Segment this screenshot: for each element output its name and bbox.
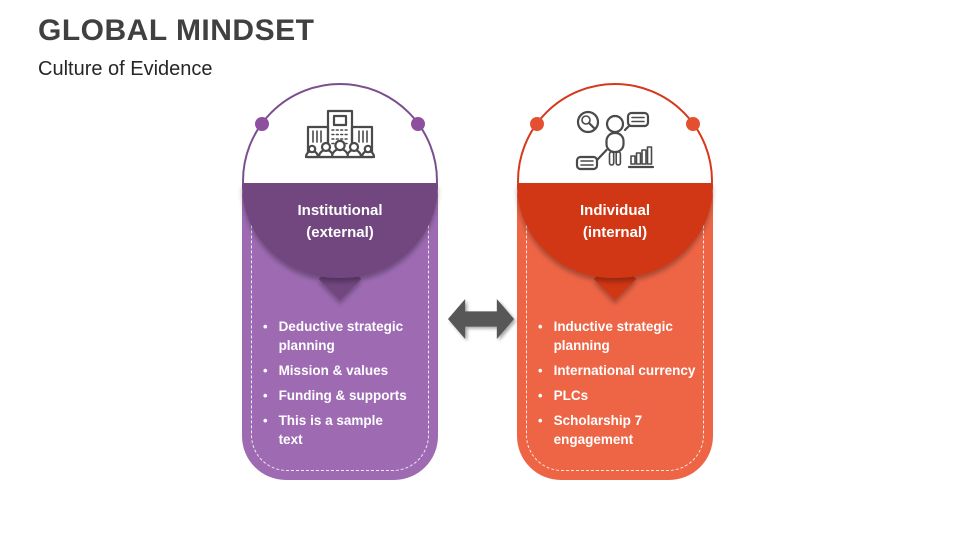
bullet-item: • Scholarship 7 engagement [538, 411, 696, 449]
bullet-line: planning [278, 338, 335, 353]
bullet-line: engagement [553, 432, 634, 447]
connector-dot-icon [255, 117, 269, 131]
bullet-line: Scholarship 7 [553, 413, 643, 428]
bullet-text: Deductive strategic planning [279, 317, 404, 355]
card-title-line: Institutional [297, 202, 383, 219]
bullet-marker: • [538, 363, 543, 378]
individual-bullet-list: • Inductive strategic planning • Interna… [538, 317, 696, 455]
double-arrow-shape [448, 299, 514, 339]
bullet-item: • PLCs [538, 386, 696, 405]
bullet-line: Funding & supports [278, 388, 407, 403]
bullet-marker: • [263, 363, 268, 378]
individual-analytics-icon [575, 110, 655, 171]
bullet-item: • International currency [538, 361, 696, 380]
bullet-marker: • [263, 388, 268, 403]
bullet-item: • Mission & values [263, 361, 421, 380]
bullet-text: International currency [554, 361, 696, 380]
bullet-text: Mission & values [279, 361, 389, 380]
page-subtitle: Culture of Evidence [38, 58, 213, 80]
bullet-item: • This is a sample text [263, 411, 421, 449]
page-title: GLOBAL MINDSET [38, 14, 315, 47]
bullet-marker: • [538, 413, 543, 428]
individual-card-title: Individual (internal) [517, 200, 713, 244]
bullet-line: PLCs [553, 388, 589, 403]
bullet-marker: • [538, 388, 543, 403]
institutional-bullet-list: • Deductive strategic planning • Mission… [263, 317, 421, 455]
institution-building-icon [304, 109, 376, 159]
bullet-text: Scholarship 7 engagement [554, 411, 643, 449]
bullet-text: PLCs [554, 386, 589, 405]
bullet-line: text [278, 432, 303, 447]
bullet-text: Funding & supports [279, 386, 407, 405]
double-arrow-icon [448, 299, 514, 339]
bullet-item: • Funding & supports [263, 386, 421, 405]
connector-dot-icon [686, 117, 700, 131]
connector-dot-icon [411, 117, 425, 131]
bullet-item: • Deductive strategic planning [263, 317, 421, 355]
bullet-line: This is a sample [278, 413, 383, 428]
connector-dot-icon [530, 117, 544, 131]
institutional-card-title: Institutional (external) [242, 200, 438, 244]
bullet-line: Mission & values [278, 363, 389, 378]
bullet-marker: • [538, 319, 543, 334]
card-title-line: (internal) [582, 224, 648, 241]
card-title-line: Individual [579, 202, 650, 219]
bullet-marker: • [263, 413, 268, 428]
bullet-line: Deductive strategic [278, 319, 404, 334]
bullet-line: International currency [553, 363, 696, 378]
bullet-line: planning [553, 338, 610, 353]
institutional-card-group: Institutional (external) • Deductive str… [242, 83, 438, 493]
bullet-text: This is a sample text [279, 411, 383, 449]
bullet-item: • Inductive strategic planning [538, 317, 696, 355]
individual-card-group: Individual (internal) • Inductive strate… [517, 83, 713, 493]
bullet-line: Inductive strategic [553, 319, 673, 334]
bullet-marker: • [263, 319, 268, 334]
bullet-text: Inductive strategic planning [554, 317, 673, 355]
card-title-line: (external) [306, 224, 374, 241]
